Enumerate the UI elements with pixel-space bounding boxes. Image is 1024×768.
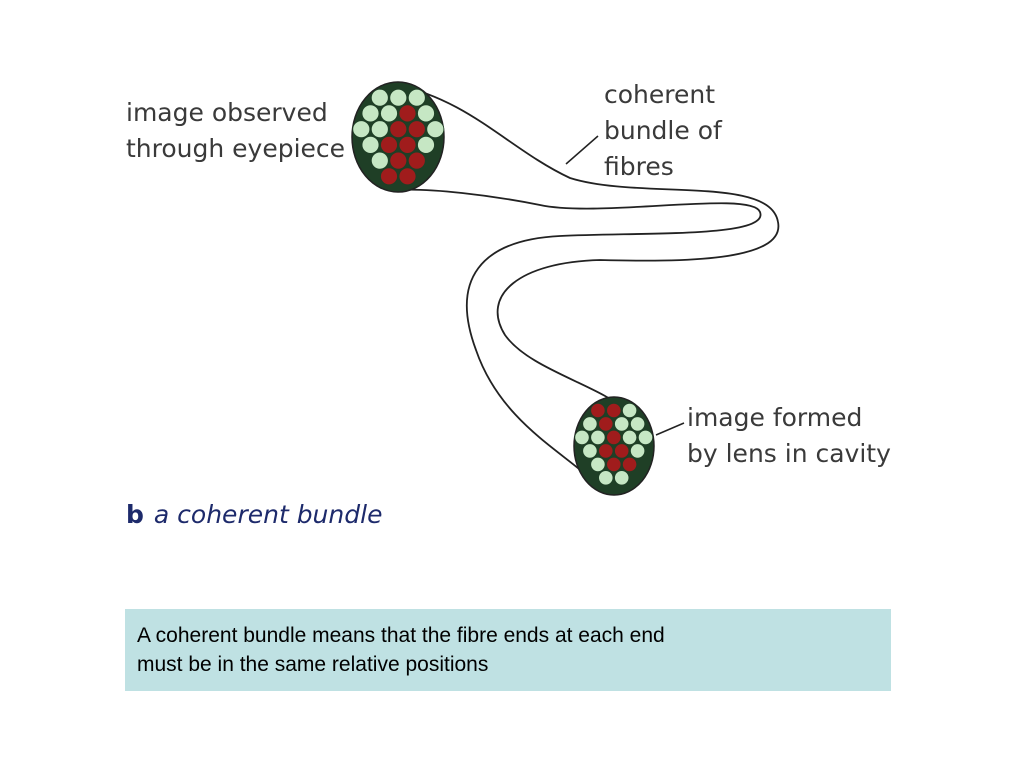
fibre <box>352 120 371 139</box>
caption-letter: b <box>126 500 144 529</box>
bundle-leader-line <box>565 135 599 165</box>
fibre <box>361 135 380 154</box>
image-fibre <box>389 151 408 170</box>
fibre <box>637 429 654 445</box>
caption-text: a coherent bundle <box>153 500 383 529</box>
fibre <box>582 443 598 459</box>
explanation-box: A coherent bundle means that the fibre e… <box>125 609 891 691</box>
image-fibre <box>380 135 398 154</box>
lens-leader-line <box>655 422 685 436</box>
fibre <box>417 104 435 123</box>
fibre <box>621 402 638 419</box>
image-fibre <box>389 120 408 139</box>
bundle-label: coherent bundle of fibres <box>604 77 722 185</box>
fibre <box>590 456 606 472</box>
fibre <box>426 120 445 139</box>
fibre <box>370 151 389 170</box>
image-fibre <box>398 135 417 154</box>
fibre <box>370 120 389 139</box>
fibre <box>614 416 630 432</box>
fibre <box>417 135 435 154</box>
bundle-label-line-1: coherent <box>604 80 716 109</box>
eyepiece-label-line-2: through eyepiece <box>126 134 346 163</box>
lens-label: image formed by lens in cavity <box>687 400 891 472</box>
image-fibre <box>407 120 426 139</box>
fibre <box>582 416 598 432</box>
figure-caption: b a coherent bundle <box>126 500 382 529</box>
image-fibre <box>614 443 630 459</box>
bundle-label-line-3: fibres <box>604 152 674 181</box>
fibre <box>629 416 646 432</box>
fibre <box>370 88 389 107</box>
fibre <box>407 88 426 107</box>
image-fibre <box>407 151 426 170</box>
fibre <box>629 443 646 459</box>
image-fibre <box>598 443 614 459</box>
bundle-label-line-2: bundle of <box>604 116 722 145</box>
fibre <box>361 104 380 123</box>
eyepiece-label-line-1: image observed <box>126 98 328 127</box>
lens-fibre-end <box>573 396 655 496</box>
eyepiece-label: image observed through eyepiece <box>126 95 345 167</box>
eyepiece-fibre-end <box>351 81 445 193</box>
fibre <box>380 104 398 123</box>
image-fibre <box>621 456 638 472</box>
fibre <box>574 429 590 445</box>
fibre <box>389 88 408 107</box>
image-fibre <box>380 167 398 186</box>
explanation-line-2: must be in the same relative positions <box>137 653 489 676</box>
lens-label-line-1: image formed <box>687 403 863 432</box>
lens-label-line-2: by lens in cavity <box>687 439 891 468</box>
image-fibre <box>398 167 417 186</box>
fibre <box>598 470 614 486</box>
image-fibre <box>398 104 417 123</box>
image-fibre <box>598 416 614 432</box>
fibre <box>621 429 638 445</box>
explanation-line-1: A coherent bundle means that the fibre e… <box>137 624 665 647</box>
image-fibre <box>606 429 622 445</box>
image-fibre <box>606 456 622 472</box>
image-fibre <box>590 402 606 419</box>
fibre <box>590 429 606 445</box>
fibre <box>614 470 630 486</box>
image-fibre <box>606 402 622 419</box>
